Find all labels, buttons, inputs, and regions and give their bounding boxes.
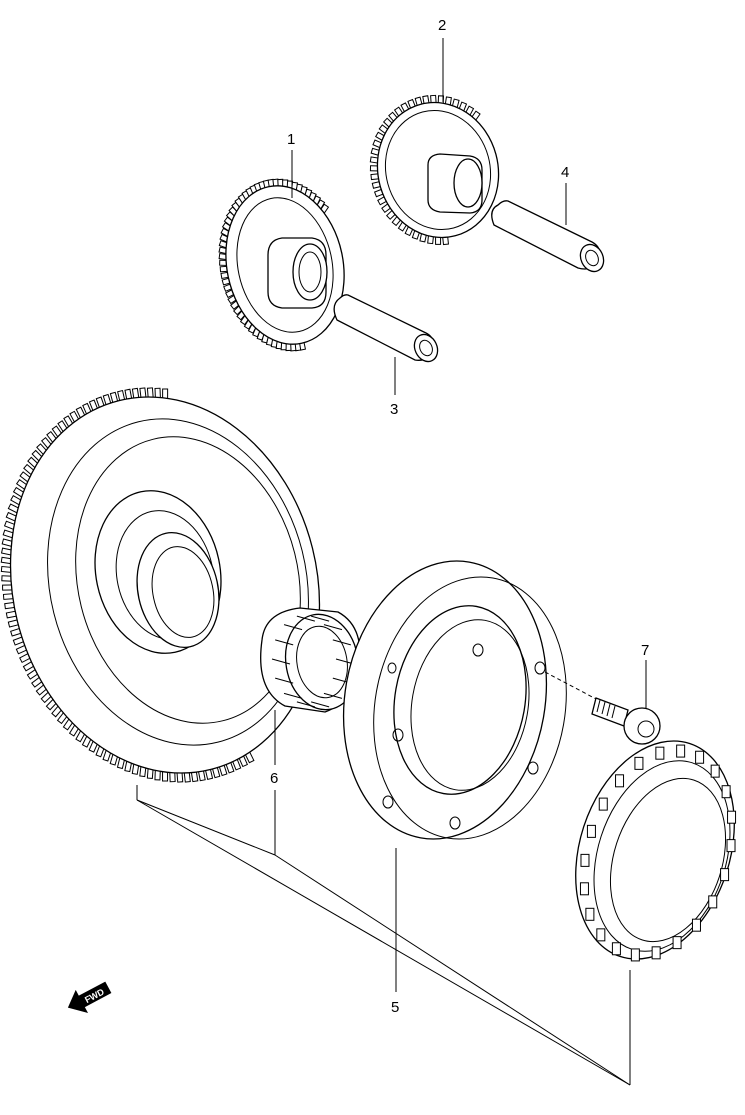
sprag (615, 774, 625, 788)
sprag (721, 785, 731, 799)
bearing-needle (275, 639, 294, 646)
part-5-clutch-housing[interactable] (322, 545, 586, 855)
bearing-needle (310, 615, 330, 622)
sprag (720, 868, 730, 882)
bearing-needle (323, 624, 343, 631)
sprag (691, 918, 701, 932)
sprag (585, 907, 595, 921)
callout-7: 7 (641, 642, 649, 659)
part-1-gear[interactable] (212, 175, 359, 356)
callout-1: 1 (287, 131, 295, 148)
sprag (676, 744, 686, 758)
sprag (634, 756, 644, 770)
sprag-elements (579, 744, 737, 962)
fwd-arrow-icon: FWD (67, 981, 112, 1014)
sprag (708, 895, 718, 909)
bearing-needle (271, 658, 291, 665)
part-3-pin[interactable] (333, 294, 442, 366)
large-gear[interactable] (0, 364, 358, 806)
part-7-bolt[interactable] (544, 671, 661, 745)
part-6-needle-bearing[interactable] (260, 607, 366, 716)
callout-3: 3 (390, 401, 398, 418)
callout-2: 2 (438, 17, 446, 34)
callout-4: 4 (561, 164, 569, 181)
callout-6: 6 (270, 770, 278, 787)
sprag (586, 824, 596, 838)
bearing-needle (296, 615, 316, 622)
part-2-gear[interactable] (362, 89, 513, 251)
sprag (579, 882, 589, 896)
bearing-needle (332, 639, 351, 646)
sprag (630, 948, 640, 962)
sprag (598, 797, 608, 811)
bearing-needle (275, 677, 294, 684)
sprag (672, 936, 682, 950)
sprag (611, 942, 621, 956)
bearing-needle (323, 692, 343, 699)
sprag (727, 810, 737, 824)
bearing-needle (283, 692, 303, 699)
sprag (710, 764, 720, 778)
one-way-clutch-sprag[interactable] (549, 720, 745, 979)
sprag (695, 750, 705, 764)
part-4-pin[interactable] (491, 200, 608, 276)
sprag (580, 853, 590, 867)
bearing-needle (310, 701, 330, 708)
sprag (726, 839, 736, 853)
callout-5: 5 (391, 999, 399, 1016)
bearing-needle (296, 701, 316, 708)
sprag (655, 746, 665, 760)
leader-lines (136, 38, 647, 1086)
sprag (596, 928, 606, 942)
bearing-needle (283, 624, 303, 631)
sprag (651, 946, 661, 960)
